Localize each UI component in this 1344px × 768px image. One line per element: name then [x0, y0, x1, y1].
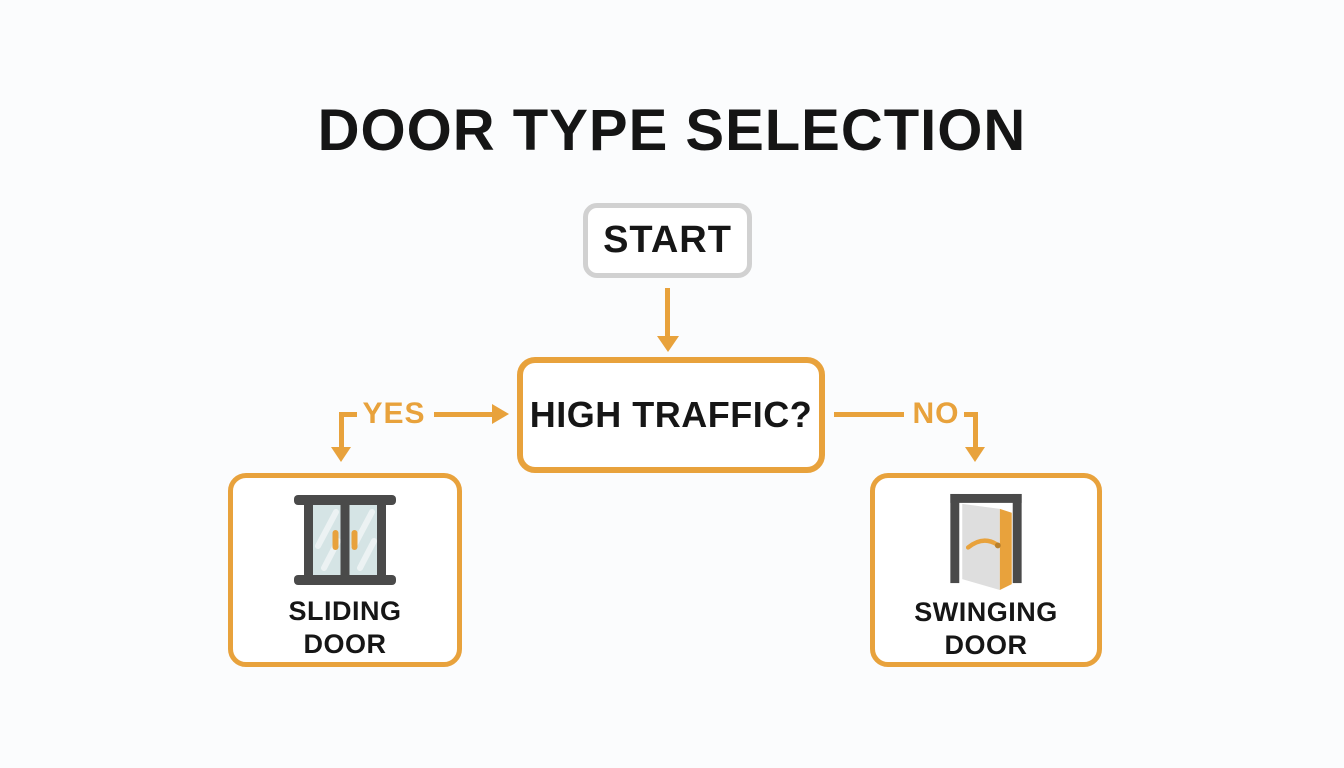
swinging-door-label: SWINGING DOOR: [914, 597, 1058, 660]
swinging-door-node: SWINGING DOOR: [870, 473, 1102, 667]
start-to-decision-arrowhead-icon: [657, 336, 679, 352]
yes-arrowhead-down-icon: [331, 447, 351, 462]
no-branch-line: [834, 412, 904, 417]
sliding-door-node: SLIDING DOOR: [228, 473, 462, 667]
no-branch-label: NO: [912, 397, 960, 430]
swinging-door-icon: [950, 493, 1022, 591]
yes-elbow-vertical-line: [339, 412, 344, 449]
yes-branch-label: YES: [362, 397, 426, 430]
sliding-door-icon: [294, 495, 396, 585]
start-to-decision-arrow-line: [665, 288, 670, 338]
no-elbow-vertical-line: [973, 412, 978, 449]
yes-arrow-line: [434, 412, 492, 417]
yes-arrowhead-right-icon: [492, 404, 509, 424]
sliding-door-label: SLIDING DOOR: [288, 596, 402, 659]
page-title: DOOR TYPE SELECTION: [317, 97, 1027, 163]
start-node: START: [583, 203, 752, 278]
decision-node-label: HIGH TRAFFIC?: [529, 394, 813, 435]
decision-node: HIGH TRAFFIC?: [517, 357, 825, 473]
no-elbow-horizontal-line: [964, 412, 978, 417]
yes-elbow-horizontal-line: [339, 412, 357, 417]
start-node-label: START: [603, 219, 732, 261]
no-arrowhead-down-icon: [965, 447, 985, 462]
